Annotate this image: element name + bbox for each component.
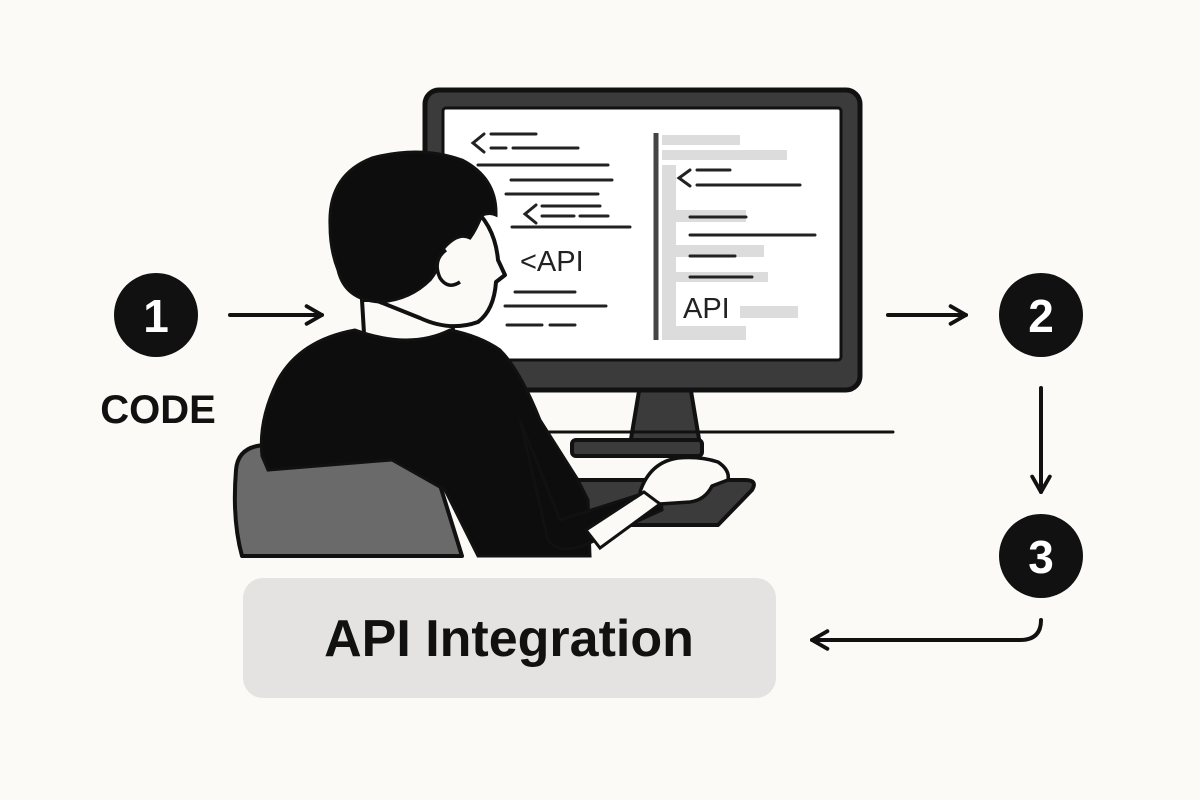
step-2-number: 2 bbox=[1028, 290, 1054, 342]
title-box: API Integration bbox=[243, 578, 776, 698]
monitor: <API API bbox=[422, 87, 863, 458]
monitor-base bbox=[570, 438, 704, 458]
step-1-number: 1 bbox=[143, 290, 169, 342]
code-bracket-icon bbox=[676, 168, 692, 188]
title: API Integration bbox=[324, 610, 694, 668]
monitor-stand bbox=[627, 383, 703, 447]
ear bbox=[435, 248, 461, 287]
person bbox=[232, 150, 731, 558]
left-code-label: <API bbox=[520, 246, 584, 278]
code-bracket-icon bbox=[522, 203, 538, 225]
right-code-label: API bbox=[683, 293, 730, 325]
left-code-pane bbox=[470, 132, 632, 327]
code-bracket-icon bbox=[470, 132, 486, 154]
step-3-marker: 3 bbox=[999, 514, 1083, 598]
hair bbox=[328, 150, 498, 304]
step-3-number: 3 bbox=[1028, 531, 1054, 583]
step-2-marker: 2 bbox=[999, 273, 1083, 357]
shirt bbox=[259, 328, 592, 558]
right-code-pane: API bbox=[653, 133, 817, 340]
arrow-3-to-title bbox=[810, 618, 1043, 651]
hand bbox=[638, 455, 731, 506]
step-1-caption: CODE bbox=[100, 388, 216, 432]
forearm bbox=[583, 490, 663, 551]
step-1-marker: 1 bbox=[114, 273, 198, 357]
